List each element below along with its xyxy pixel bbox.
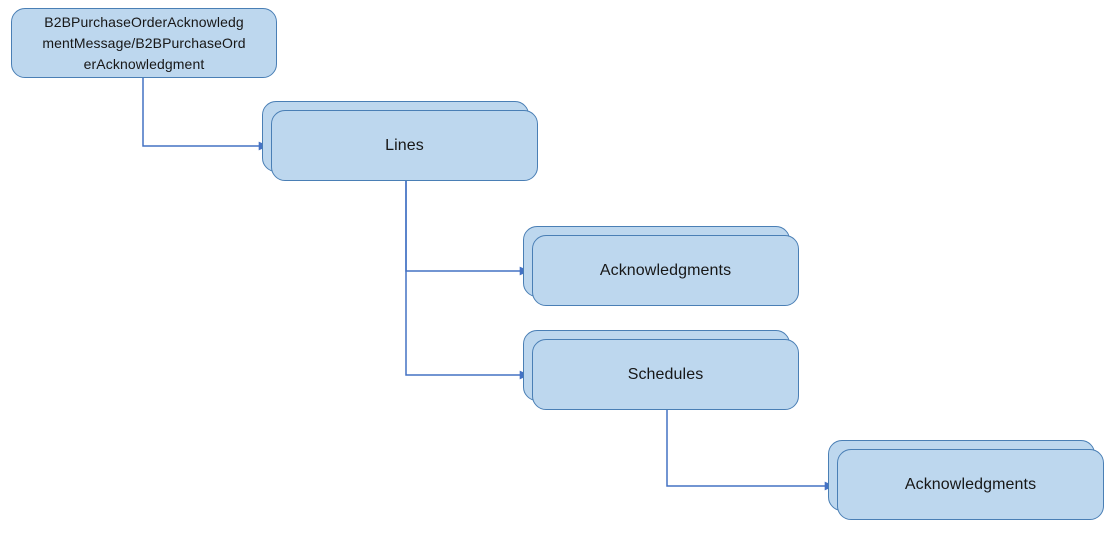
connector-schedules-to-acknowledgments: [666, 410, 835, 491]
node-face: Schedules: [532, 339, 799, 410]
node-face: Lines: [271, 110, 538, 181]
node-face: Acknowledgments: [837, 449, 1104, 520]
node-b2b-purchase-order-acknowledgment[interactable]: B2BPurchaseOrderAcknowledg mentMessage/B…: [11, 8, 277, 78]
node-label: Lines: [385, 136, 424, 154]
node-label: B2BPurchaseOrderAcknowledg mentMessage/B…: [42, 13, 246, 72]
node-face: B2BPurchaseOrderAcknowledg mentMessage/B…: [11, 8, 277, 78]
node-lines[interactable]: Lines: [262, 101, 538, 181]
connector-root-to-lines: [142, 78, 269, 151]
node-label: Acknowledgments: [599, 261, 732, 279]
connector-lines-to-acknowledgments: [405, 181, 530, 276]
connector-lines-to-schedules: [405, 181, 530, 380]
node-face: Acknowledgments: [532, 235, 799, 306]
node-label: Schedules: [627, 365, 704, 383]
node-schedule-acknowledgments[interactable]: Acknowledgments: [828, 440, 1104, 520]
node-schedules[interactable]: Schedules: [523, 330, 799, 410]
node-label: Acknowledgments: [904, 475, 1037, 493]
node-line-acknowledgments[interactable]: Acknowledgments: [523, 226, 799, 306]
